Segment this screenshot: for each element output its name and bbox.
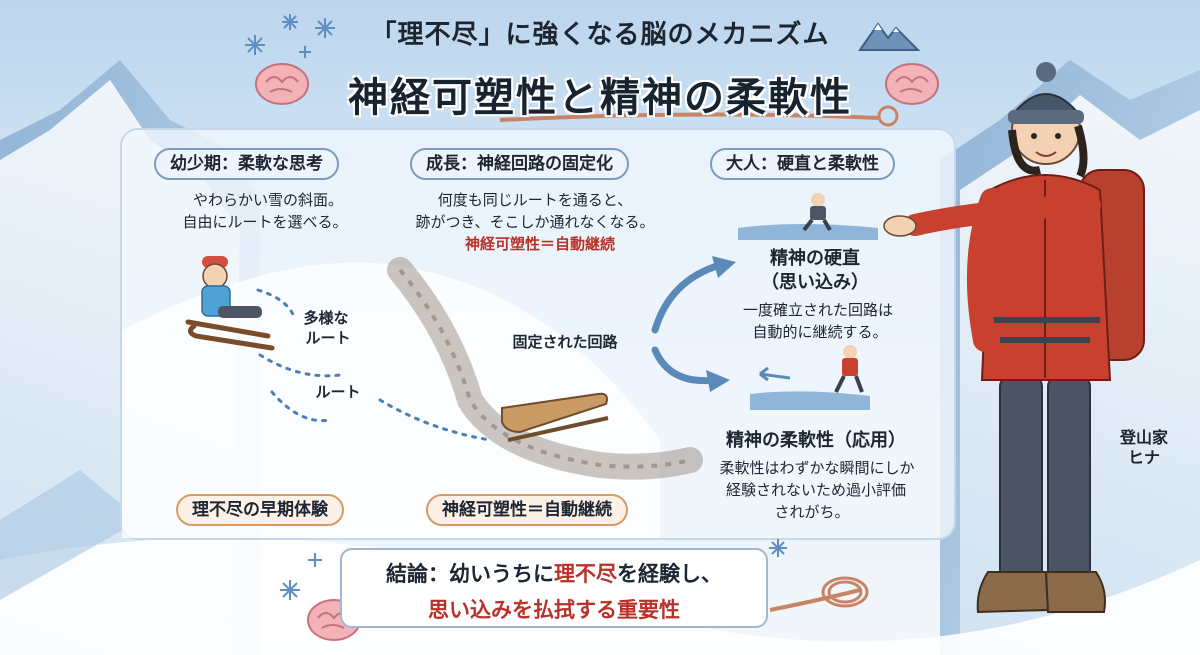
conclusion-line2: 思い込みを払拭する重要性	[428, 598, 680, 622]
page-title: 神経可塑性と精神の柔軟性	[348, 75, 852, 121]
conclusion-highlight: 理不尽	[554, 562, 617, 586]
conclusion-prefix: 結論：幼いうちに	[386, 562, 554, 586]
flex-title: 精神の柔軟性（応用）	[726, 430, 906, 451]
route-label-single: ルート	[315, 383, 361, 401]
character-name: ヒナ	[1128, 448, 1161, 467]
flex-desc-2: 経験されないため過小評価	[725, 481, 906, 499]
route-label-multi-1: 多様な	[303, 309, 349, 327]
tag-neuroplasticity: 神経可塑性＝自動継続	[426, 494, 628, 526]
childhood-line1: やわらかい雪の斜面。	[192, 191, 343, 209]
character-role: 登山家	[1120, 428, 1169, 447]
heading-adult: 大人：硬直と柔軟性	[710, 148, 895, 180]
fixed-route-label: 固定された回路	[512, 333, 618, 351]
route-label-multi-2: ルート	[305, 329, 351, 347]
character-label: 登山家 ヒナ	[1120, 428, 1168, 468]
title-block: 「理不尽」に強くなる脳のメカニズム 神経可塑性と精神の柔軟性	[260, 14, 940, 123]
flex-desc-3: されがち。	[774, 503, 850, 521]
growth-line2: 跡がつき、そこしか通れなくなる。	[415, 213, 655, 231]
heading-childhood: 幼少期：柔軟な思考	[154, 148, 339, 180]
rigid-desc-2: 自動的に継続する。	[752, 323, 888, 341]
flex-desc-1: 柔軟性はわずかな瞬間にしか	[719, 459, 915, 477]
rigid-title-1: 精神の硬直	[770, 248, 860, 269]
conclusion-line1: 結論：幼いうちに理不尽を経験し、	[342, 558, 766, 588]
growth-highlight: 神経可塑性＝自動継続	[464, 235, 615, 253]
growth-line1: 何度も同じルートを通ると、	[437, 191, 633, 209]
heading-growth: 成長：神経回路の固定化	[410, 148, 629, 180]
conclusion-box: 結論：幼いうちに理不尽を経験し、 思い込みを払拭する重要性	[340, 548, 768, 628]
tag-early-experience: 理不尽の早期体験	[176, 494, 344, 526]
subtitle: 「理不尽」に強くなる脳のメカニズム	[370, 20, 830, 50]
conclusion-suffix: を経験し、	[617, 562, 722, 586]
rigid-desc-1: 一度確立された回路は	[742, 301, 893, 319]
rigid-title-2: （思い込み）	[761, 272, 869, 293]
childhood-line2: 自由にルートを選べる。	[182, 213, 348, 231]
